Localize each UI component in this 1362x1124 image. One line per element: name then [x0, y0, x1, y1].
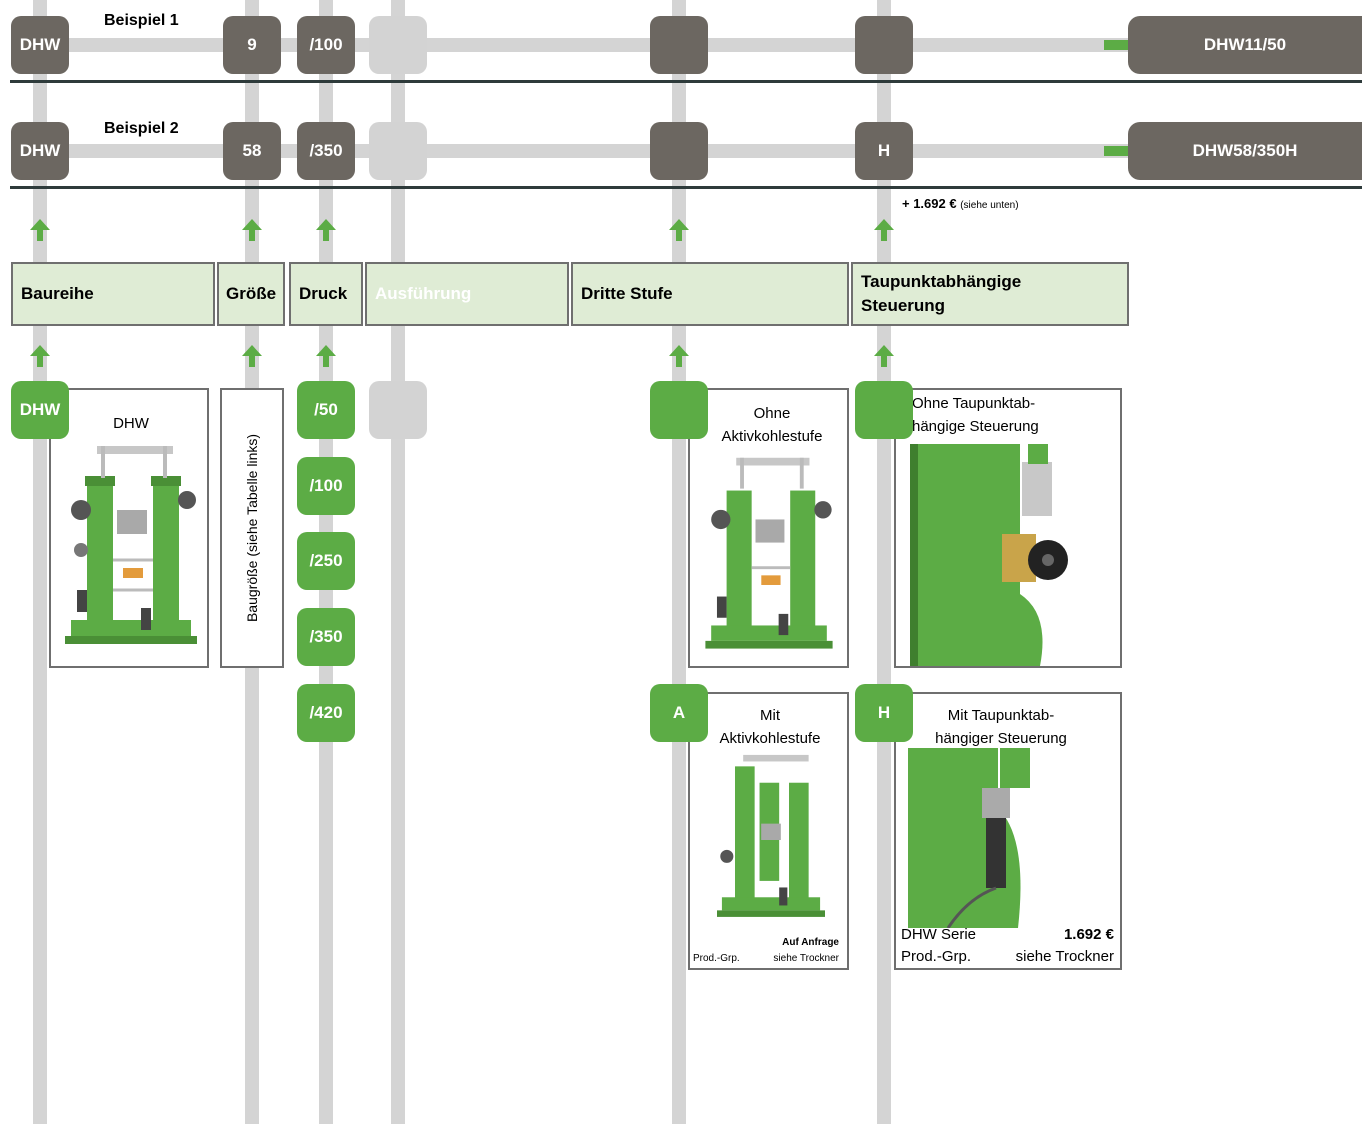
taupunkt-mit-label: Mit Taupunktab-hängiger Steuerung: [935, 707, 1067, 747]
example1-result: DHW11/50: [1128, 16, 1362, 74]
up-arrow-icon: [30, 345, 50, 367]
example2-divider: [10, 186, 1362, 189]
up-arrow-icon: [874, 345, 894, 367]
dritte-stufe-mit-ref: siehe Trockner: [773, 953, 839, 964]
example1-series-tile: DHW: [11, 16, 69, 74]
example1-divider: [10, 80, 1362, 83]
price-note-amount: + 1.692 €: [902, 196, 957, 211]
dritte-stufe-mit-tile[interactable]: A: [650, 684, 708, 742]
dryer-unit-image: [717, 754, 825, 917]
dritte-stufe-mit-note: Auf Anfrage: [782, 937, 839, 948]
example2-result: DHW58/350H: [1128, 122, 1362, 180]
dritte-stufe-ohne-label: Ohne Aktivkohlestufe: [721, 405, 823, 445]
taupunkt-mit-card[interactable]: Mit Taupunktab-hängiger Steuerung DHW Se…: [894, 692, 1122, 970]
example1-size-tile: 9: [223, 16, 281, 74]
dritte-stufe-mit-label: Mit Aktivkohlestufe: [719, 707, 821, 747]
example2-series-tile: DHW: [11, 122, 69, 180]
example1-ausfuehrung-tile: [369, 16, 427, 74]
example2-dritte-stufe-tile: [650, 122, 708, 180]
dryer-unit-image: [705, 457, 833, 649]
header-druck: Druck: [289, 262, 363, 326]
taupunkt-mit-ref: siehe Trockner: [1015, 948, 1114, 965]
taupunkt-ohne-tile[interactable]: [855, 381, 913, 439]
dritte-stufe-ohne-card[interactable]: Ohne Aktivkohlestufe: [688, 388, 849, 668]
example1-dritte-stufe-tile: [650, 16, 708, 74]
header-ausfuehrung: Ausführung: [365, 262, 569, 326]
dritte-stufe-ohne-tile[interactable]: [650, 381, 708, 439]
header-taupunkt: Taupunktabhängige Steuerung: [851, 262, 1129, 326]
druck-option-50[interactable]: /50: [297, 381, 355, 439]
druck-option-350[interactable]: /350: [297, 608, 355, 666]
druck-option-100[interactable]: /100: [297, 457, 355, 515]
header-dritte-stufe: Dritte Stufe: [571, 262, 849, 326]
taupunkt-mit-series: DHW Serie: [901, 926, 977, 943]
example1-taupunkt-tile: [855, 16, 913, 74]
example2-control-tile: H: [855, 122, 913, 180]
ausfuehrung-option-tile[interactable]: [369, 381, 427, 439]
example1-pressure-tile: /100: [297, 16, 355, 74]
example2-pressure-tile: /350: [297, 122, 355, 180]
price-note: + 1.692 € (siehe unten): [902, 196, 1019, 211]
example2-line: [40, 144, 1140, 158]
up-arrow-icon: [242, 345, 262, 367]
valve-image: [910, 444, 1068, 666]
baureihe-dhw-tile[interactable]: DHW: [11, 381, 69, 439]
example2-ausfuehrung-tile: [369, 122, 427, 180]
druck-option-420[interactable]: /420: [297, 684, 355, 742]
sensor-image: [908, 748, 1030, 928]
taupunkt-mit-price: 1.692 €: [1063, 926, 1114, 943]
example2-size-tile: 58: [223, 122, 281, 180]
baureihe-dhw-label: DHW: [113, 415, 149, 432]
up-arrow-icon: [316, 219, 336, 241]
druck-option-250[interactable]: /250: [297, 532, 355, 590]
up-arrow-icon: [669, 345, 689, 367]
dryer-unit-image: [65, 446, 197, 644]
taupunkt-ohne-card[interactable]: Ohne Taupunktab-hängige Steuerung: [894, 388, 1122, 668]
up-arrow-icon: [242, 219, 262, 241]
up-arrow-icon: [316, 345, 336, 367]
groesse-label: Baugröße (siehe Tabelle links): [244, 433, 260, 623]
groesse-card: Baugröße (siehe Tabelle links): [220, 388, 284, 668]
price-note-hint: (siehe unten): [960, 200, 1019, 211]
taupunkt-mit-tile[interactable]: H: [855, 684, 913, 742]
dritte-stufe-mit-prod-grp: Prod.-Grp.: [693, 953, 740, 964]
dritte-stufe-mit-card[interactable]: Mit Aktivkohlestufe Auf Anfrage Prod.-Gr…: [688, 692, 849, 970]
example2-label: Beispiel 2: [104, 120, 179, 137]
header-baureihe: Baureihe: [11, 262, 215, 326]
up-arrow-icon: [30, 219, 50, 241]
baureihe-dhw-card[interactable]: DHW: [49, 388, 209, 668]
up-arrow-icon: [874, 219, 894, 241]
header-groesse: Größe: [217, 262, 285, 326]
up-arrow-icon: [669, 219, 689, 241]
taupunkt-mit-prod-grp: Prod.-Grp.: [901, 948, 972, 965]
example1-line: [40, 38, 1140, 52]
example1-label: Beispiel 1: [104, 12, 179, 29]
taupunkt-ohne-label: Ohne Taupunktab-hängige Steuerung: [912, 395, 1039, 435]
